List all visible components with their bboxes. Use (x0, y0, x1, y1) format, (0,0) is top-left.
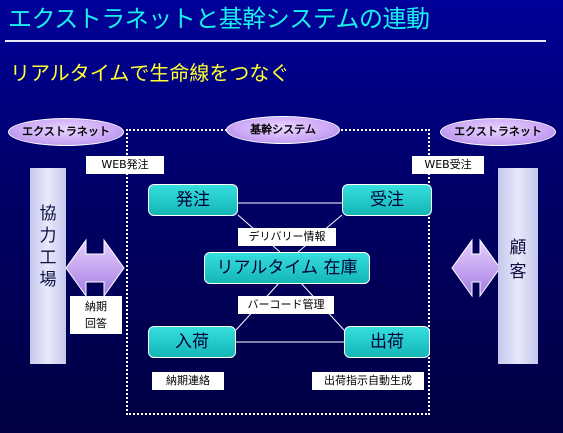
barcode-label: バーコード管理 (238, 296, 334, 314)
inventory-box: リアルタイム 在庫 (204, 252, 370, 284)
extranet-oval-right: エクストラネット (440, 118, 556, 146)
extranet-oval-left: エクストラネット (8, 118, 124, 146)
delivery-contact-label: 納期連絡 (152, 372, 224, 390)
page-title: エクストラネットと基幹システムの連動 (8, 5, 430, 33)
shipping-box: 出荷 (344, 326, 430, 358)
delivery-answer-label: 納期 回答 (70, 296, 122, 334)
right-double-arrow (451, 238, 501, 298)
page-subtitle: リアルタイムで生命線をつなぐ (10, 61, 290, 85)
core-system-oval: 基幹システム (226, 116, 340, 144)
title-divider (5, 40, 546, 42)
customer-char: 客 (509, 262, 527, 282)
web-receive-label: WEB受注 (412, 156, 484, 174)
customer-panel: 顧 客 (498, 168, 538, 364)
receive-box: 受注 (342, 184, 432, 216)
customer-char: 顧 (509, 238, 527, 258)
shipping-auto-label: 出荷指示自動生成 (312, 372, 424, 390)
partner-factory-char: 協 (39, 204, 57, 224)
delivery-answer-line2: 回答 (85, 317, 107, 330)
delivery-info-label: デリバリー情報 (238, 228, 336, 246)
delivery-answer-line1: 納期 (85, 300, 107, 313)
partner-factory-panel: 協 力 工 場 (30, 168, 66, 364)
left-double-arrow (65, 238, 125, 298)
partner-factory-char: 力 (39, 226, 57, 246)
arrival-box: 入荷 (148, 326, 236, 358)
order-box: 発注 (148, 184, 238, 216)
web-order-label: WEB発注 (86, 156, 164, 174)
partner-factory-char: 工 (39, 248, 57, 268)
partner-factory-char: 場 (39, 270, 57, 290)
